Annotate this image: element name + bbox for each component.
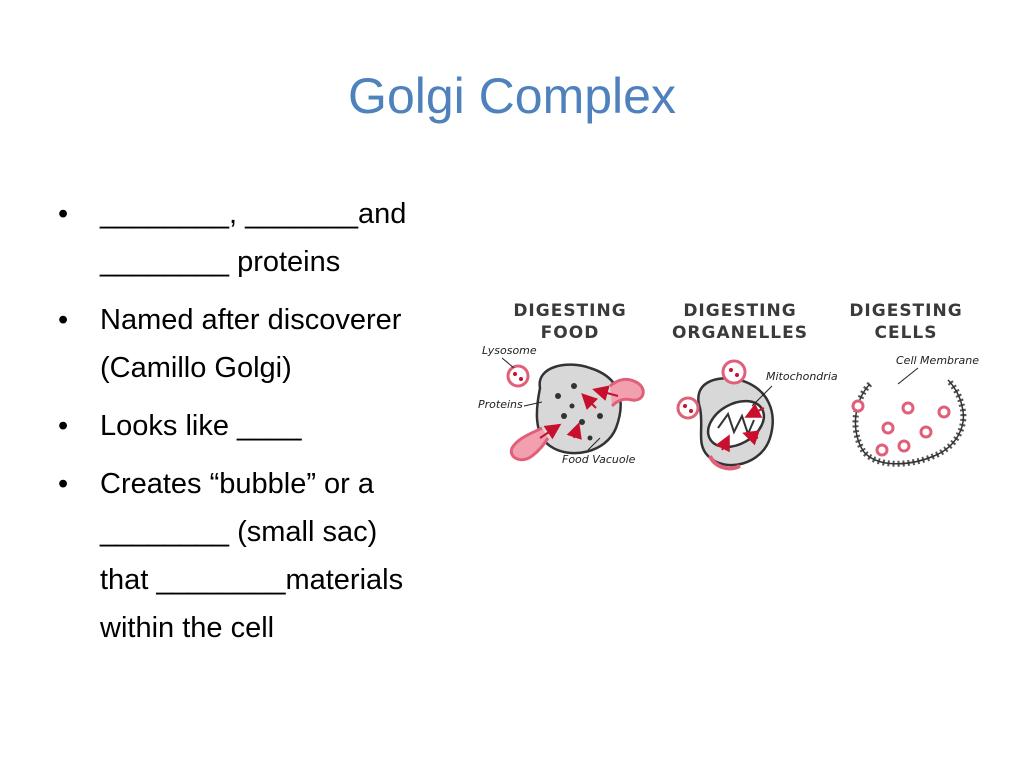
fusing-lysosome [609, 377, 645, 408]
label-mitochondria: Mitochondria [766, 370, 838, 383]
enzyme-arrows [539, 385, 619, 440]
bullet-text: Creates “bubble” or a [100, 468, 375, 500]
bullet-dot: • [58, 198, 69, 230]
fusing-lysosome [509, 426, 550, 462]
panel-heading: CELLS [875, 323, 938, 343]
bullet-text: Named after discoverer [100, 304, 402, 336]
label-cell-membrane: Cell Membrane [896, 354, 979, 367]
label-food-vacuole: Food Vacuole [562, 453, 636, 466]
lysosomes [851, 399, 951, 457]
fusing-lysosome [708, 455, 741, 471]
bullet-text: ________, _______and [100, 198, 407, 230]
bullet-item: • Creates “bubble” or a ________ (small … [58, 460, 498, 652]
bullet-text: ________ proteins [100, 246, 341, 278]
bullet-dot: • [58, 410, 69, 442]
bullet-dot: • [58, 304, 69, 336]
bullet-text: within the cell [100, 612, 275, 644]
enzyme-arrows [715, 403, 765, 453]
panel-digesting-organelles: DIGESTING ORGANELLES Mitochondria [672, 301, 838, 471]
bullet-item: • Named after discoverer (Camillo Golgi) [58, 296, 498, 392]
figure-svg: DIGESTING FOOD Lysosome Proteins [478, 301, 979, 471]
bullet-dot: • [58, 468, 69, 500]
bullet-text: ________ (small sac) [100, 516, 378, 548]
label-lysosome: Lysosome [482, 344, 537, 357]
bullet-text: that ________materials [100, 564, 404, 596]
panel-heading: ORGANELLES [672, 323, 808, 343]
panel-heading: DIGESTING [683, 301, 796, 321]
label-proteins: Proteins [478, 398, 523, 411]
panel-heading: DIGESTING [849, 301, 962, 321]
bullet-text: (Camillo Golgi) [100, 352, 292, 384]
lysosome [721, 359, 747, 385]
food-vacuole-shape [535, 363, 622, 455]
panel-digesting-cells: DIGESTING CELLS Cell Membrane [849, 301, 979, 467]
bullet-text: Looks like ____ [100, 410, 302, 442]
bullet-item: • ________, _______and ________ proteins [58, 190, 498, 286]
panel-heading: DIGESTING [513, 301, 626, 321]
lysosome [506, 364, 530, 388]
bullet-list: • ________, _______and ________ proteins… [58, 190, 498, 662]
bullet-item: • Looks like ____ [58, 402, 498, 450]
lysosome-digestion-figure: DIGESTING FOOD Lysosome Proteins [478, 288, 990, 488]
lysosome [676, 396, 700, 420]
cell-membrane [852, 377, 967, 467]
panel-digesting-food: DIGESTING FOOD Lysosome Proteins [478, 301, 645, 466]
slide-title: Golgi Complex [348, 68, 676, 124]
panel-heading: FOOD [541, 323, 600, 343]
